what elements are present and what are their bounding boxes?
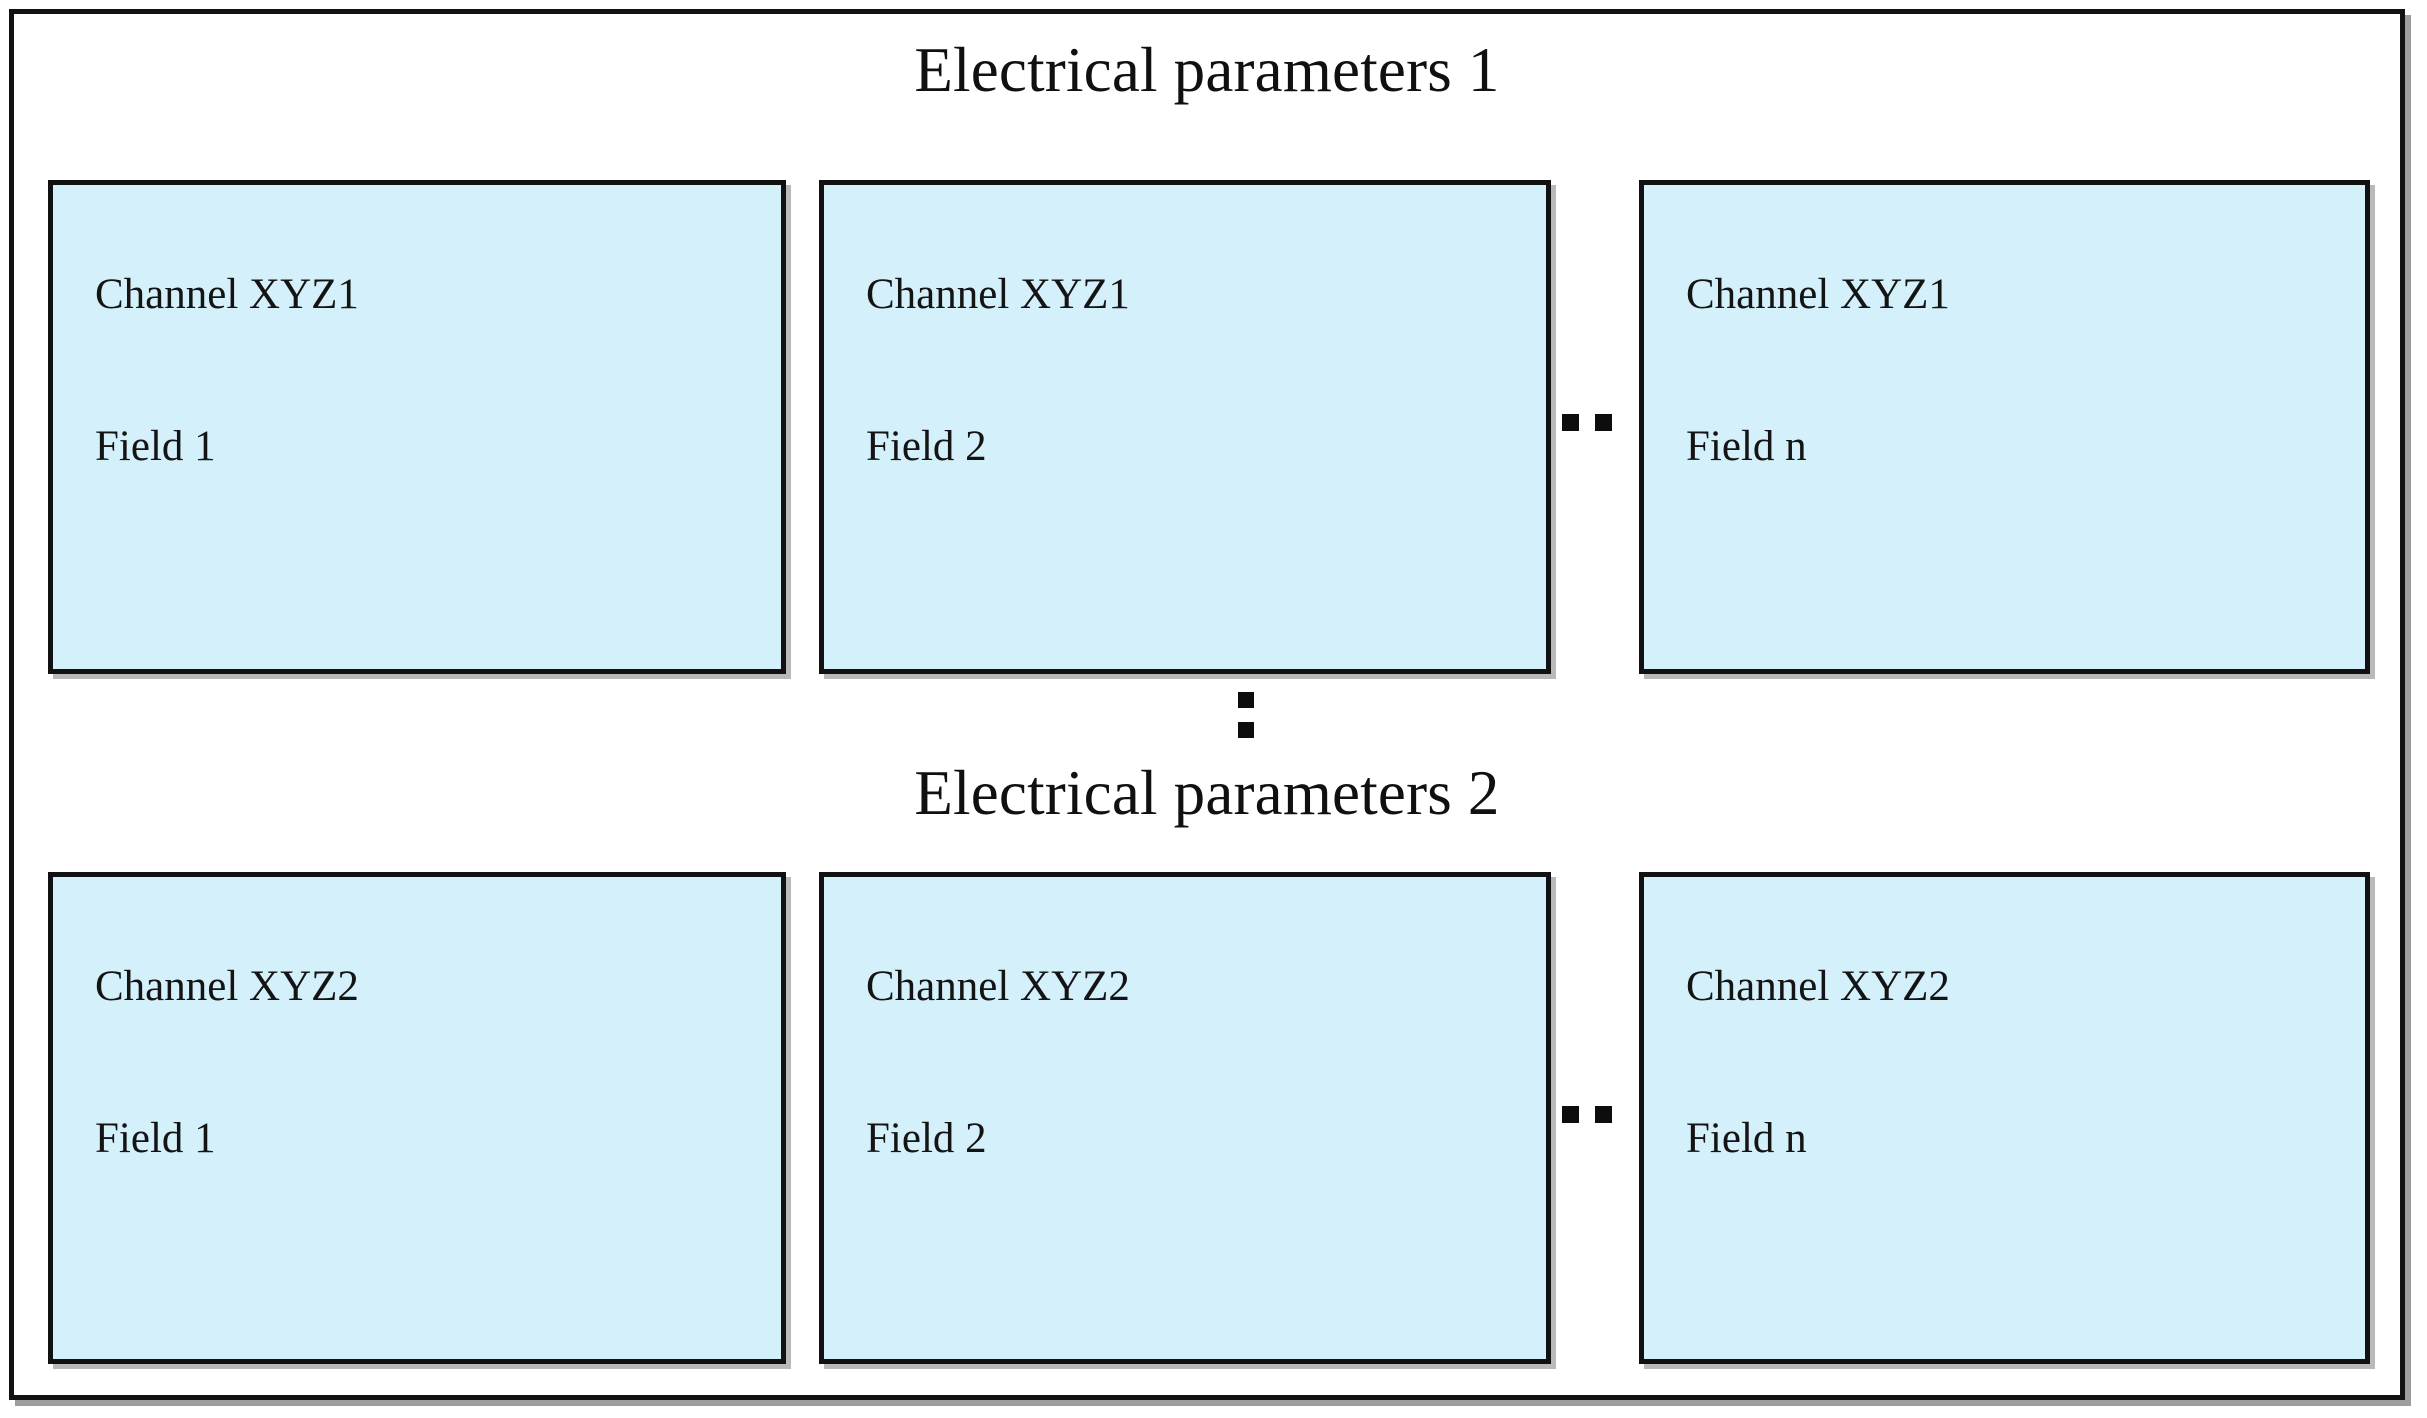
channel-label: Channel XYZ1 <box>95 271 359 318</box>
ellipsis-dot <box>1595 414 1612 431</box>
channel-box-section2-fieldn[interactable]: Channel XYZ2 Field n <box>1639 872 2370 1364</box>
channel-box-section2-field2[interactable]: Channel XYZ2 Field 2 <box>819 872 1551 1364</box>
vertical-ellipsis-icon-section-separator <box>1238 692 1254 738</box>
field-label: Field n <box>1686 423 1807 470</box>
channel-label: Channel XYZ2 <box>1686 963 1950 1010</box>
ellipsis-dot <box>1238 722 1254 738</box>
ellipsis-dot <box>1238 692 1254 708</box>
channel-box-section2-field1[interactable]: Channel XYZ2 Field 1 <box>48 872 786 1364</box>
ellipsis-dot <box>1562 1106 1579 1123</box>
horizontal-ellipsis-icon-section1 <box>1562 414 1612 431</box>
horizontal-ellipsis-icon-section2 <box>1562 1106 1612 1123</box>
diagram-outer-frame: Electrical parameters 1 Channel XYZ1 Fie… <box>9 9 2405 1400</box>
channel-label: Channel XYZ2 <box>95 963 359 1010</box>
channel-box-section1-field2[interactable]: Channel XYZ1 Field 2 <box>819 180 1551 674</box>
field-label: Field 2 <box>866 423 987 470</box>
section-title-electrical-parameters-1: Electrical parameters 1 <box>914 35 1500 105</box>
channel-box-section1-fieldn[interactable]: Channel XYZ1 Field n <box>1639 180 2370 674</box>
field-label: Field 1 <box>95 423 216 470</box>
section-title-electrical-parameters-2: Electrical parameters 2 <box>914 758 1500 828</box>
field-label: Field 2 <box>866 1115 987 1162</box>
ellipsis-dot <box>1562 414 1579 431</box>
channel-box-section1-field1[interactable]: Channel XYZ1 Field 1 <box>48 180 786 674</box>
channel-label: Channel XYZ1 <box>866 271 1130 318</box>
ellipsis-dot <box>1595 1106 1612 1123</box>
field-label: Field n <box>1686 1115 1807 1162</box>
field-label: Field 1 <box>95 1115 216 1162</box>
channel-label: Channel XYZ2 <box>866 963 1130 1010</box>
channel-label: Channel XYZ1 <box>1686 271 1950 318</box>
